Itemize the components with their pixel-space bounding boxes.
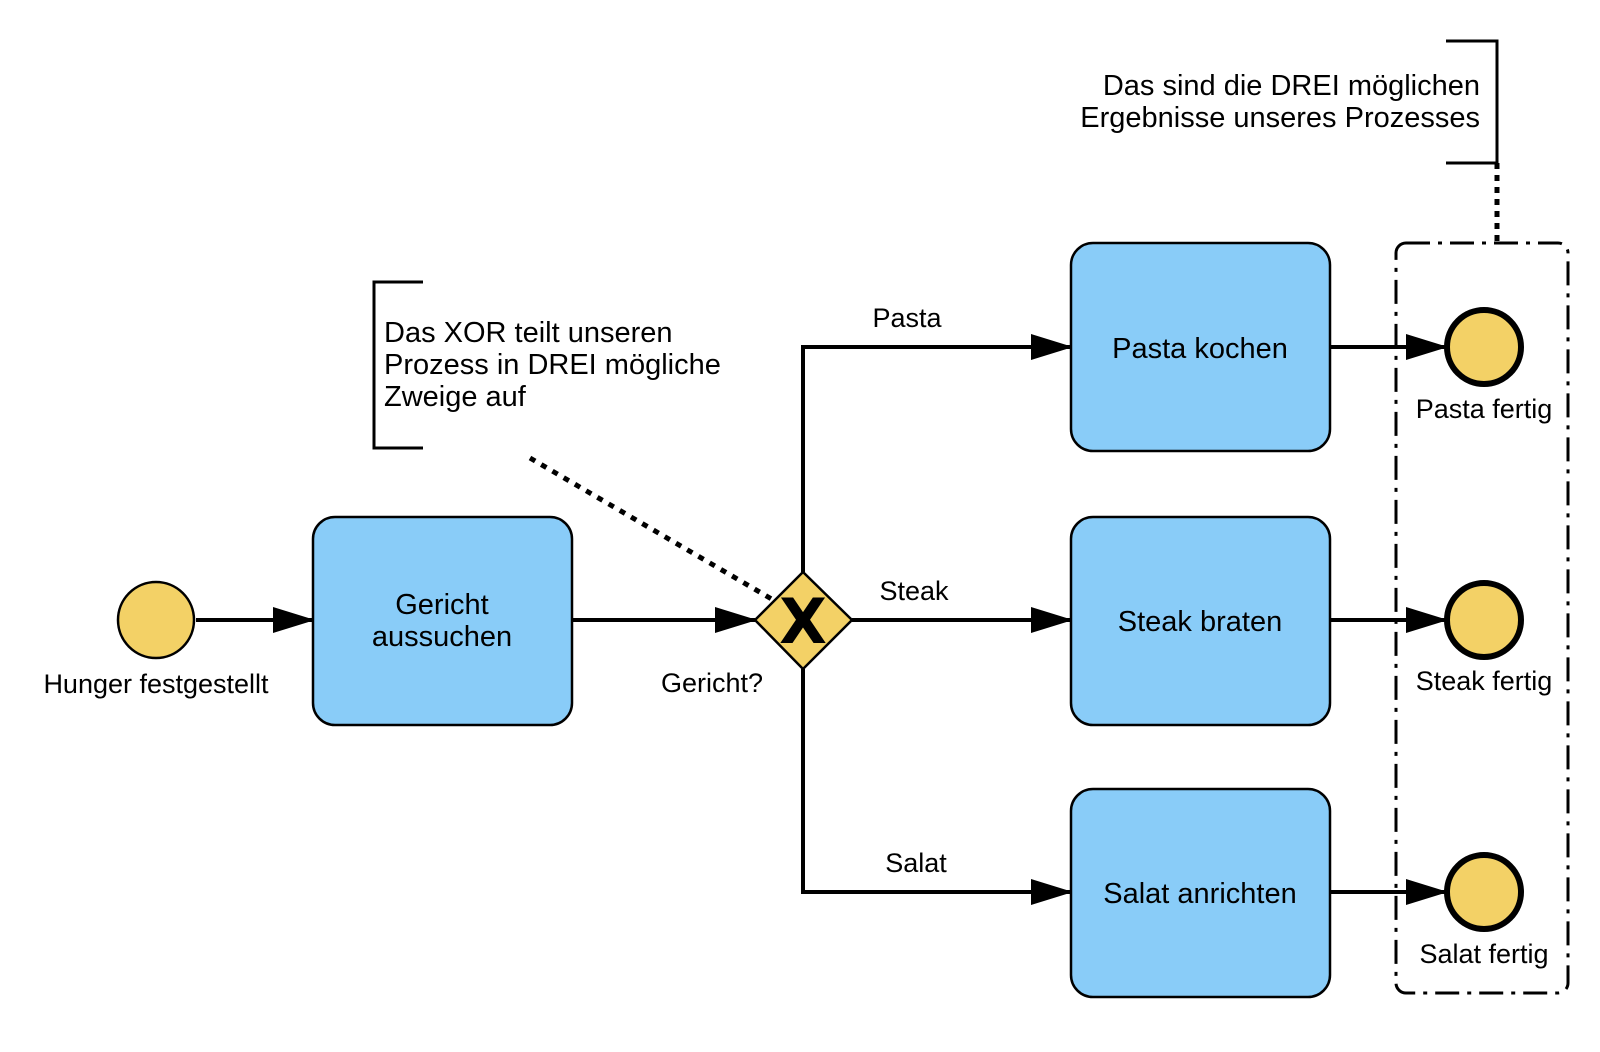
end-event-pasta-label: Pasta fertig: [1416, 394, 1553, 424]
results-annotation-bracket: [1446, 39, 1499, 165]
start-event[interactable]: [116, 580, 196, 660]
xor-association: [528, 455, 777, 604]
xor-gateway[interactable]: [753, 570, 854, 671]
xor-annotation-line-2: Prozess in DREI mögliche: [384, 349, 721, 381]
flow-gateway-to-salat: [801, 669, 1073, 905]
flow-label-steak: Steak: [879, 576, 949, 606]
end-event-steak[interactable]: [1444, 580, 1524, 660]
end-events-group: [1394, 241, 1570, 995]
end-event-salat-label: Salat fertig: [1419, 939, 1548, 969]
flow-gateway-to-pasta: [801, 334, 1073, 572]
task-pasta[interactable]: [1069, 241, 1332, 453]
task-steak-label: Steak braten: [1118, 606, 1282, 638]
task-steak[interactable]: [1069, 515, 1332, 727]
gateway-label: Gericht?: [661, 668, 763, 698]
end-event-pasta[interactable]: [1444, 307, 1524, 387]
xor-gateway-marker: X: [779, 585, 827, 658]
task-select-dish-line-2: aussuchen: [372, 621, 512, 653]
results-annotation-line-1: Das sind die DREI möglichen: [1103, 70, 1480, 102]
results-annotation-line-2: Ergebnisse unseres Prozesses: [1080, 102, 1480, 134]
xor-annotation-line-1: Das XOR teilt unseren: [384, 317, 673, 349]
end-event-steak-label: Steak fertig: [1416, 666, 1553, 696]
task-salat[interactable]: [1069, 787, 1332, 999]
task-select-dish-line-1: Gericht: [395, 589, 488, 621]
task-select-dish[interactable]: [311, 515, 574, 727]
xor-annotation-bracket: [372, 280, 423, 450]
xor-annotation-line-3: Zweige auf: [384, 381, 527, 413]
end-event-salat[interactable]: [1444, 852, 1524, 932]
start-event-label: Hunger festgestellt: [43, 669, 269, 699]
task-pasta-label: Pasta kochen: [1112, 333, 1288, 365]
flow-label-pasta: Pasta: [872, 303, 942, 333]
flow-label-salat: Salat: [885, 848, 947, 878]
task-salat-label: Salat anrichten: [1103, 878, 1296, 910]
results-annotation: Das sind die DREI möglichen Ergebnisse u…: [1080, 39, 1500, 243]
xor-annotation: Das XOR teilt unseren Prozess in DREI mö…: [372, 280, 777, 604]
